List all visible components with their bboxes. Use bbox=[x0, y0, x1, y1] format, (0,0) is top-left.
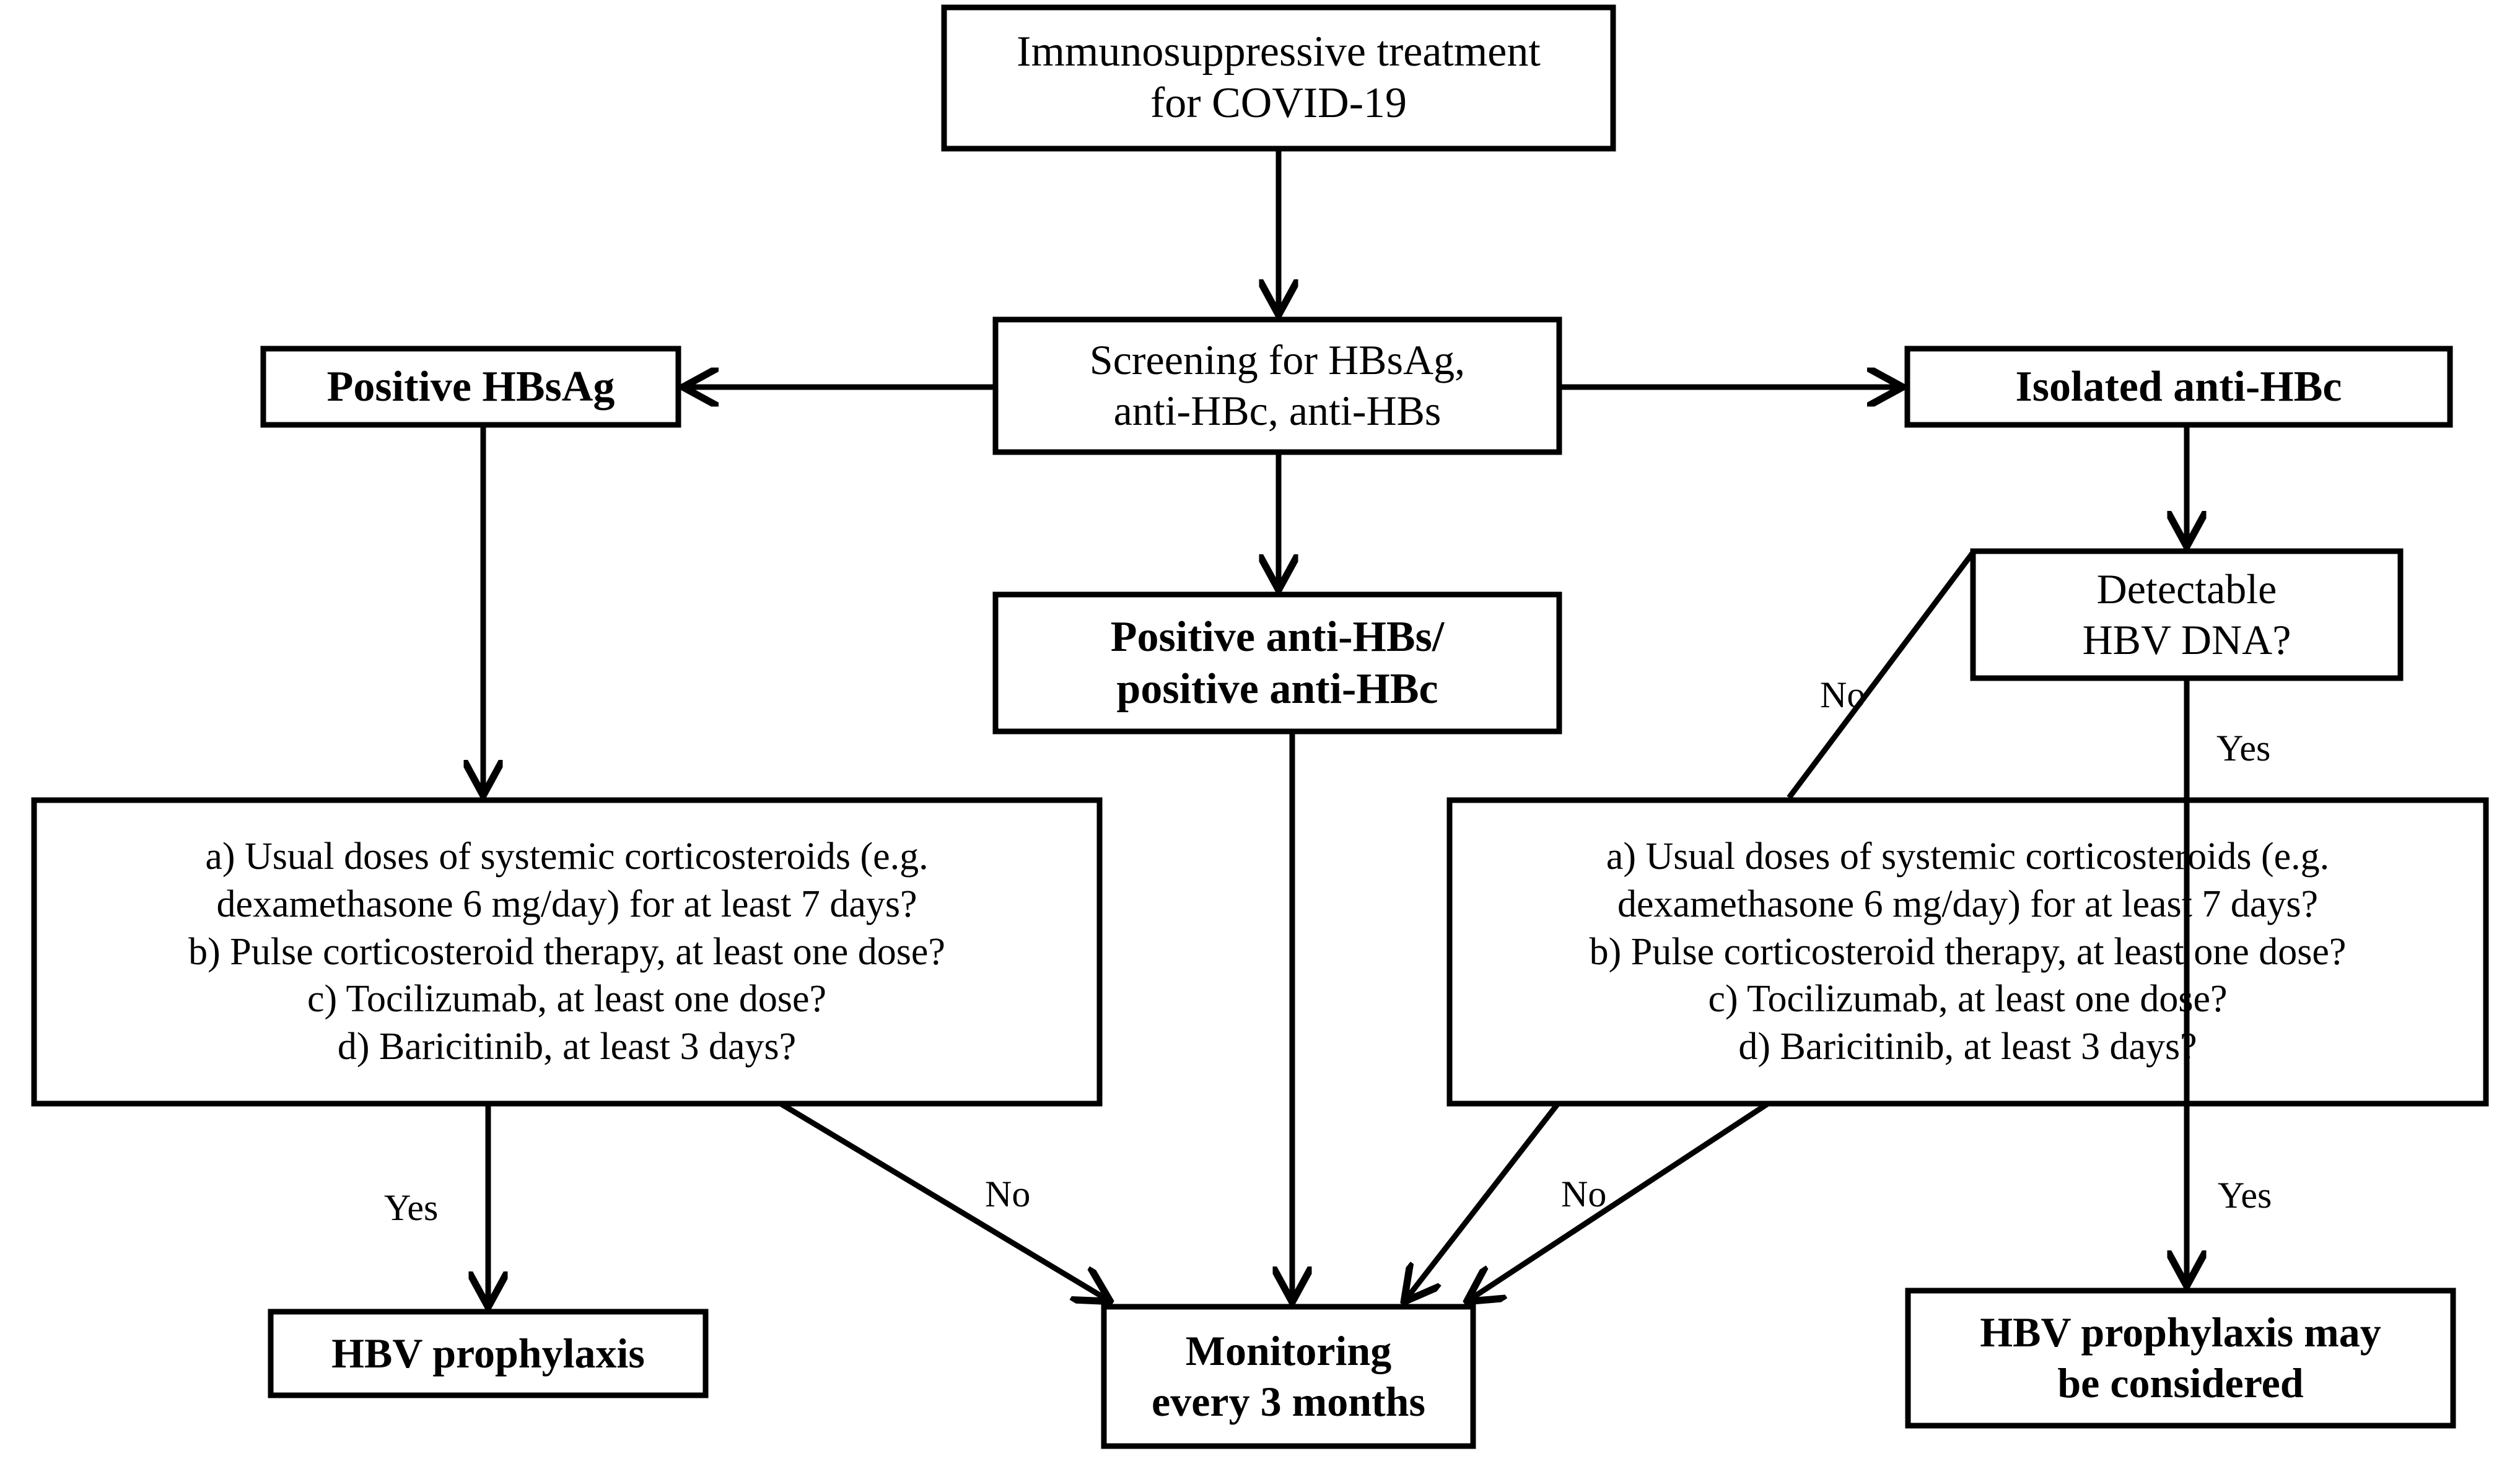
node-monitoring-line-2: every 3 months bbox=[1152, 1377, 1425, 1425]
criteria-left-item-a2: dexamethasone 6 mg/day) for at least 7 d… bbox=[216, 883, 917, 925]
node-hbv-prophylaxis-rect bbox=[268, 1309, 709, 1398]
node-isolated-antihbc-rect bbox=[1904, 346, 2453, 428]
edge-label-right-no: No bbox=[1561, 1174, 1607, 1214]
node-detectable-dna-line-2: HBV DNA? bbox=[2082, 616, 2291, 663]
node-criteria-right-rect bbox=[1446, 797, 2489, 1107]
node-screening: Screening for HBsAg, anti-HBc, anti-HBs bbox=[995, 320, 1559, 452]
node-monitoring: Monitoring every 3 months bbox=[1104, 1307, 1473, 1446]
criteria-left-item-d: d) Baricitinib, at least 3 days? bbox=[337, 1026, 797, 1068]
edge-label-dna-yes: Yes bbox=[2216, 728, 2271, 769]
edge-label-left-no: No bbox=[985, 1174, 1031, 1214]
edge-detectable-dna-no-to-criteria-right bbox=[1787, 551, 1975, 800]
edge-criteria-left-no-to-monitoring bbox=[779, 1101, 1109, 1301]
node-prophylaxis-considered-line-2: be considered bbox=[2057, 1359, 2304, 1406]
node-start: Immunosuppressive treatment for COVID-19 bbox=[944, 7, 1613, 149]
node-isolated-antihbc: Isolated anti-HBc bbox=[1907, 349, 2450, 425]
criteria-left-item-a1: a) Usual doses of systemic corticosteroi… bbox=[205, 835, 929, 878]
node-isolated-antihbc-label: Isolated anti-HBc bbox=[2015, 363, 2342, 411]
node-hbv-prophylaxis-considered: HBV prophylaxis may be considered bbox=[1908, 1291, 2453, 1426]
criteria-left-item-b: b) Pulse corticosteroid therapy, at leas… bbox=[188, 930, 945, 973]
node-criteria-right: a) Usual doses of systemic corticosteroi… bbox=[1450, 800, 2486, 1104]
criteria-right-item-a2: dexamethasone 6 mg/day) for at least 7 d… bbox=[1617, 883, 2319, 925]
criteria-left-item-c: c) Tocilizumab, at least one dose? bbox=[307, 978, 827, 1021]
node-start-line-1: Immunosuppressive treatment bbox=[1017, 28, 1541, 76]
node-hbv-prophylaxis-considered-rect bbox=[1905, 1288, 2456, 1429]
node-positive-antihbs-rect bbox=[992, 591, 1562, 734]
node-positive-antihbs: Positive anti-HBs/ positive anti-HBc bbox=[995, 595, 1559, 731]
node-criteria-left: a) Usual doses of systemic corticosteroi… bbox=[34, 800, 1100, 1104]
node-monitoring-line-1: Monitoring bbox=[1185, 1327, 1392, 1374]
node-positive-hbsag-label: Positive HBsAg bbox=[326, 363, 615, 411]
node-screening-line-1: Screening for HBsAg, bbox=[1089, 336, 1466, 384]
edge-label-right-yes: Yes bbox=[2218, 1175, 2272, 1216]
edge-label-left-yes: Yes bbox=[384, 1187, 439, 1228]
node-hbv-prophylaxis: HBV prophylaxis bbox=[271, 1312, 706, 1395]
edge-criteria-right-no-a-to-monitoring bbox=[1405, 1102, 1560, 1301]
node-screening-rect bbox=[992, 316, 1562, 455]
node-monitoring-rect bbox=[1101, 1304, 1476, 1449]
criteria-right-item-c: c) Tocilizumab, at least one dose? bbox=[1708, 978, 2228, 1021]
node-positive-hbsag: Positive HBsAg bbox=[263, 349, 678, 425]
node-start-rect bbox=[941, 4, 1616, 152]
node-detectable-dna-line-1: Detectable bbox=[2096, 565, 2277, 612]
criteria-right-item-d: d) Baricitinib, at least 3 days? bbox=[1738, 1026, 2197, 1068]
edge-criteria-right-no-b-to-monitoring bbox=[1468, 1101, 1770, 1301]
criteria-right-item-b: b) Pulse corticosteroid therapy, at leas… bbox=[1589, 930, 2347, 973]
node-detectable-dna: Detectable HBV DNA? bbox=[1973, 551, 2400, 678]
node-prophylaxis-considered-line-1: HBV prophylaxis may bbox=[1980, 1309, 2381, 1356]
node-positive-antihbs-line-2: positive anti-HBc bbox=[1116, 665, 1438, 713]
node-screening-line-2: anti-HBc, anti-HBs bbox=[1113, 387, 1442, 434]
node-start-line-2: for COVID-19 bbox=[1150, 79, 1407, 127]
node-positive-hbsag-rect bbox=[260, 346, 681, 428]
node-positive-antihbs-line-1: Positive anti-HBs/ bbox=[1110, 612, 1445, 661]
node-hbv-prophylaxis-label: HBV prophylaxis bbox=[331, 1330, 645, 1377]
node-detectable-dna-rect bbox=[1970, 548, 2404, 681]
edge-label-dna-no: No bbox=[1820, 674, 1866, 715]
node-criteria-left-rect bbox=[31, 797, 1103, 1107]
criteria-right-item-a1: a) Usual doses of systemic corticosteroi… bbox=[1606, 835, 2330, 878]
